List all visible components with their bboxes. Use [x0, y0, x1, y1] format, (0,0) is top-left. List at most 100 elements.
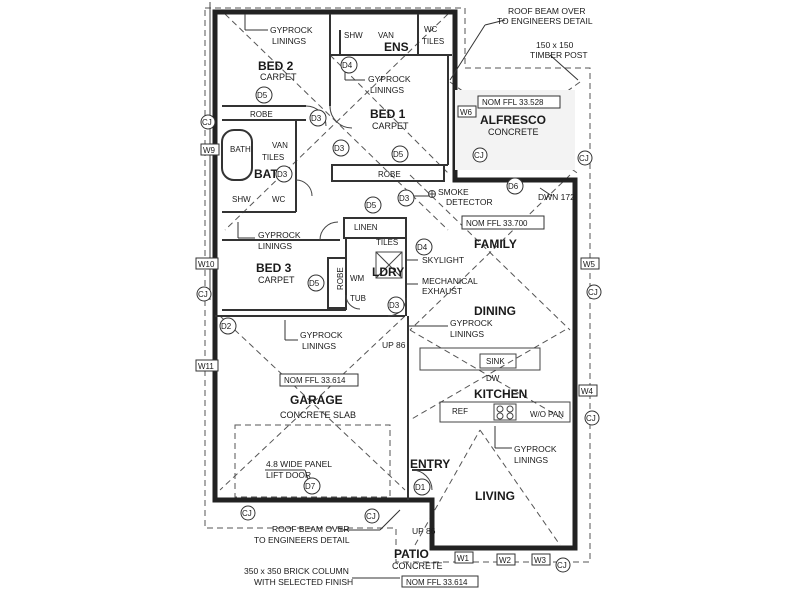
timber-post-note: TIMBER POST [530, 50, 588, 60]
door-tag: D2 [221, 322, 232, 331]
linings-note-bed1: GYPROCK [368, 74, 411, 84]
door-tag-circle [309, 109, 327, 127]
cj-tag: CJ [588, 288, 598, 297]
step-note-entry: UP 86 [412, 526, 436, 536]
door-tag: D3 [399, 194, 410, 203]
leader [379, 509, 401, 531]
roof-line [219, 315, 406, 491]
ffl-alfresco: NOM FFL 33.528 [482, 98, 544, 107]
window-tag-box [457, 105, 477, 118]
bath-tub-outline [221, 129, 253, 181]
cj-tag-circle [472, 147, 488, 163]
mechanical-exhaust-note: EXHAUST [422, 286, 462, 296]
fixture-shower-bath: SHW [232, 195, 251, 204]
door-swing [329, 105, 353, 129]
burner [506, 412, 514, 420]
mechanical-exhaust-note: MECHANICAL [422, 276, 478, 286]
room-floor-bed2: CARPET [260, 72, 297, 82]
leader-lines [237, 14, 579, 579]
door-tag: D4 [342, 61, 353, 70]
linings-note-garage: GYPROCK [300, 330, 343, 340]
fixture-bath-tub: BATH [230, 145, 251, 154]
door-swing [345, 294, 361, 310]
door-tags: D5 D4 D3 D3 D3 D5 D5 D3 D4 D5 D3 D2 D7 D… [219, 56, 524, 496]
timber-post-note: 150 x 150 [536, 40, 574, 50]
linings-note-kitchen: LININGS [514, 455, 548, 465]
roof-line [414, 429, 481, 546]
fixture-laundry-tub: TUB [350, 294, 366, 303]
door-tag: D7 [305, 482, 316, 491]
door-tag: D6 [508, 182, 519, 191]
ffl-box-patio [401, 575, 479, 588]
door-tag: D3 [334, 144, 345, 153]
cj-tag: CJ [586, 414, 596, 423]
cj-tag-circle [364, 508, 380, 524]
leader [449, 24, 486, 81]
window-tag-box [578, 384, 598, 397]
door-tag-circle [332, 139, 350, 157]
window-tags: W9 W10 W11 W6 W5 W4 W1 W2 W3 [195, 105, 600, 566]
ffl-box-garage [279, 373, 359, 387]
cj-tag-circle [577, 150, 593, 166]
fixture-refrigerator: REF [452, 407, 468, 416]
window-tag: W3 [534, 556, 547, 565]
skylight-icon [375, 251, 403, 279]
ffl-box-alfresco [477, 95, 561, 109]
ffl-garage: NOM FFL 33.614 [284, 376, 346, 385]
room-name-ens: ENS [384, 40, 409, 54]
cj-tag-circle [584, 410, 600, 426]
burner [496, 405, 504, 413]
window-tag: W2 [499, 556, 512, 565]
door-tag-circle [364, 196, 382, 214]
fixture-tiles-ldry: TILES [376, 238, 398, 247]
cj-tag-circle [586, 284, 602, 300]
linings-note-garage: LININGS [302, 341, 336, 351]
garage-door-panel [234, 424, 391, 498]
brick-column-note: 350 x 350 BRICK COLUMN [244, 566, 349, 576]
cj-tag-circle [200, 114, 216, 130]
door-tag: D3 [277, 170, 288, 179]
room-name-dining: DINING [474, 304, 516, 318]
window-tag-box [195, 359, 219, 372]
linings-note-bed2: LININGS [272, 36, 306, 46]
window-tag: W9 [203, 146, 216, 155]
leader [539, 187, 553, 197]
leader [484, 19, 506, 26]
room-floor-bed1: CARPET [372, 121, 409, 131]
roof-beam-note-bottom: TO ENGINEERS DETAIL [254, 535, 350, 545]
door-tag-circle [413, 478, 431, 496]
door-tag-circle [340, 56, 358, 74]
downpipe-note: DWN 172 [538, 192, 575, 202]
room-name-kitchen: KITCHEN [474, 387, 527, 401]
cj-tag: CJ [557, 561, 567, 570]
door-tag-circle [415, 238, 433, 256]
window-tag-box [200, 143, 220, 156]
room-name-alfresco: ALFRESCO [480, 113, 546, 127]
ffl-family: NOM FFL 33.700 [466, 219, 528, 228]
window-tag-box [454, 551, 474, 564]
island-bench [419, 347, 541, 371]
fixture-robe-bed1: ROBE [378, 170, 401, 179]
garage-door-note: 4.8 WIDE PANEL [266, 459, 332, 469]
brick-column-note: WITH SELECTED FINISH [254, 577, 353, 587]
door-tag-circle [275, 165, 293, 183]
roof-line [409, 174, 571, 331]
door-swing [295, 179, 313, 197]
window-tag: W10 [198, 260, 215, 269]
ffl-patio: NOM FFL 33.614 [406, 578, 468, 587]
roof-line [329, 54, 451, 176]
fixture-wc-bath: WC [272, 195, 286, 204]
room-floor-garage: CONCRETE SLAB [280, 410, 356, 420]
room-floor-patio: CONCRETE [392, 561, 443, 571]
robe-bed1-box [331, 164, 445, 182]
cj-tag: CJ [198, 290, 208, 299]
door-tag: D5 [366, 201, 377, 210]
linings-note-kitchen: GYPROCK [514, 444, 557, 454]
door-tag-circle [219, 317, 237, 335]
roof-beam-note-bottom: ROOF BEAM OVER [272, 524, 349, 534]
smoke-detector-icon [428, 190, 436, 198]
kitchen-bench [419, 347, 571, 423]
cj-tag-circle [240, 505, 256, 521]
door-tag-circle [303, 477, 321, 495]
outer-guide [204, 7, 591, 563]
